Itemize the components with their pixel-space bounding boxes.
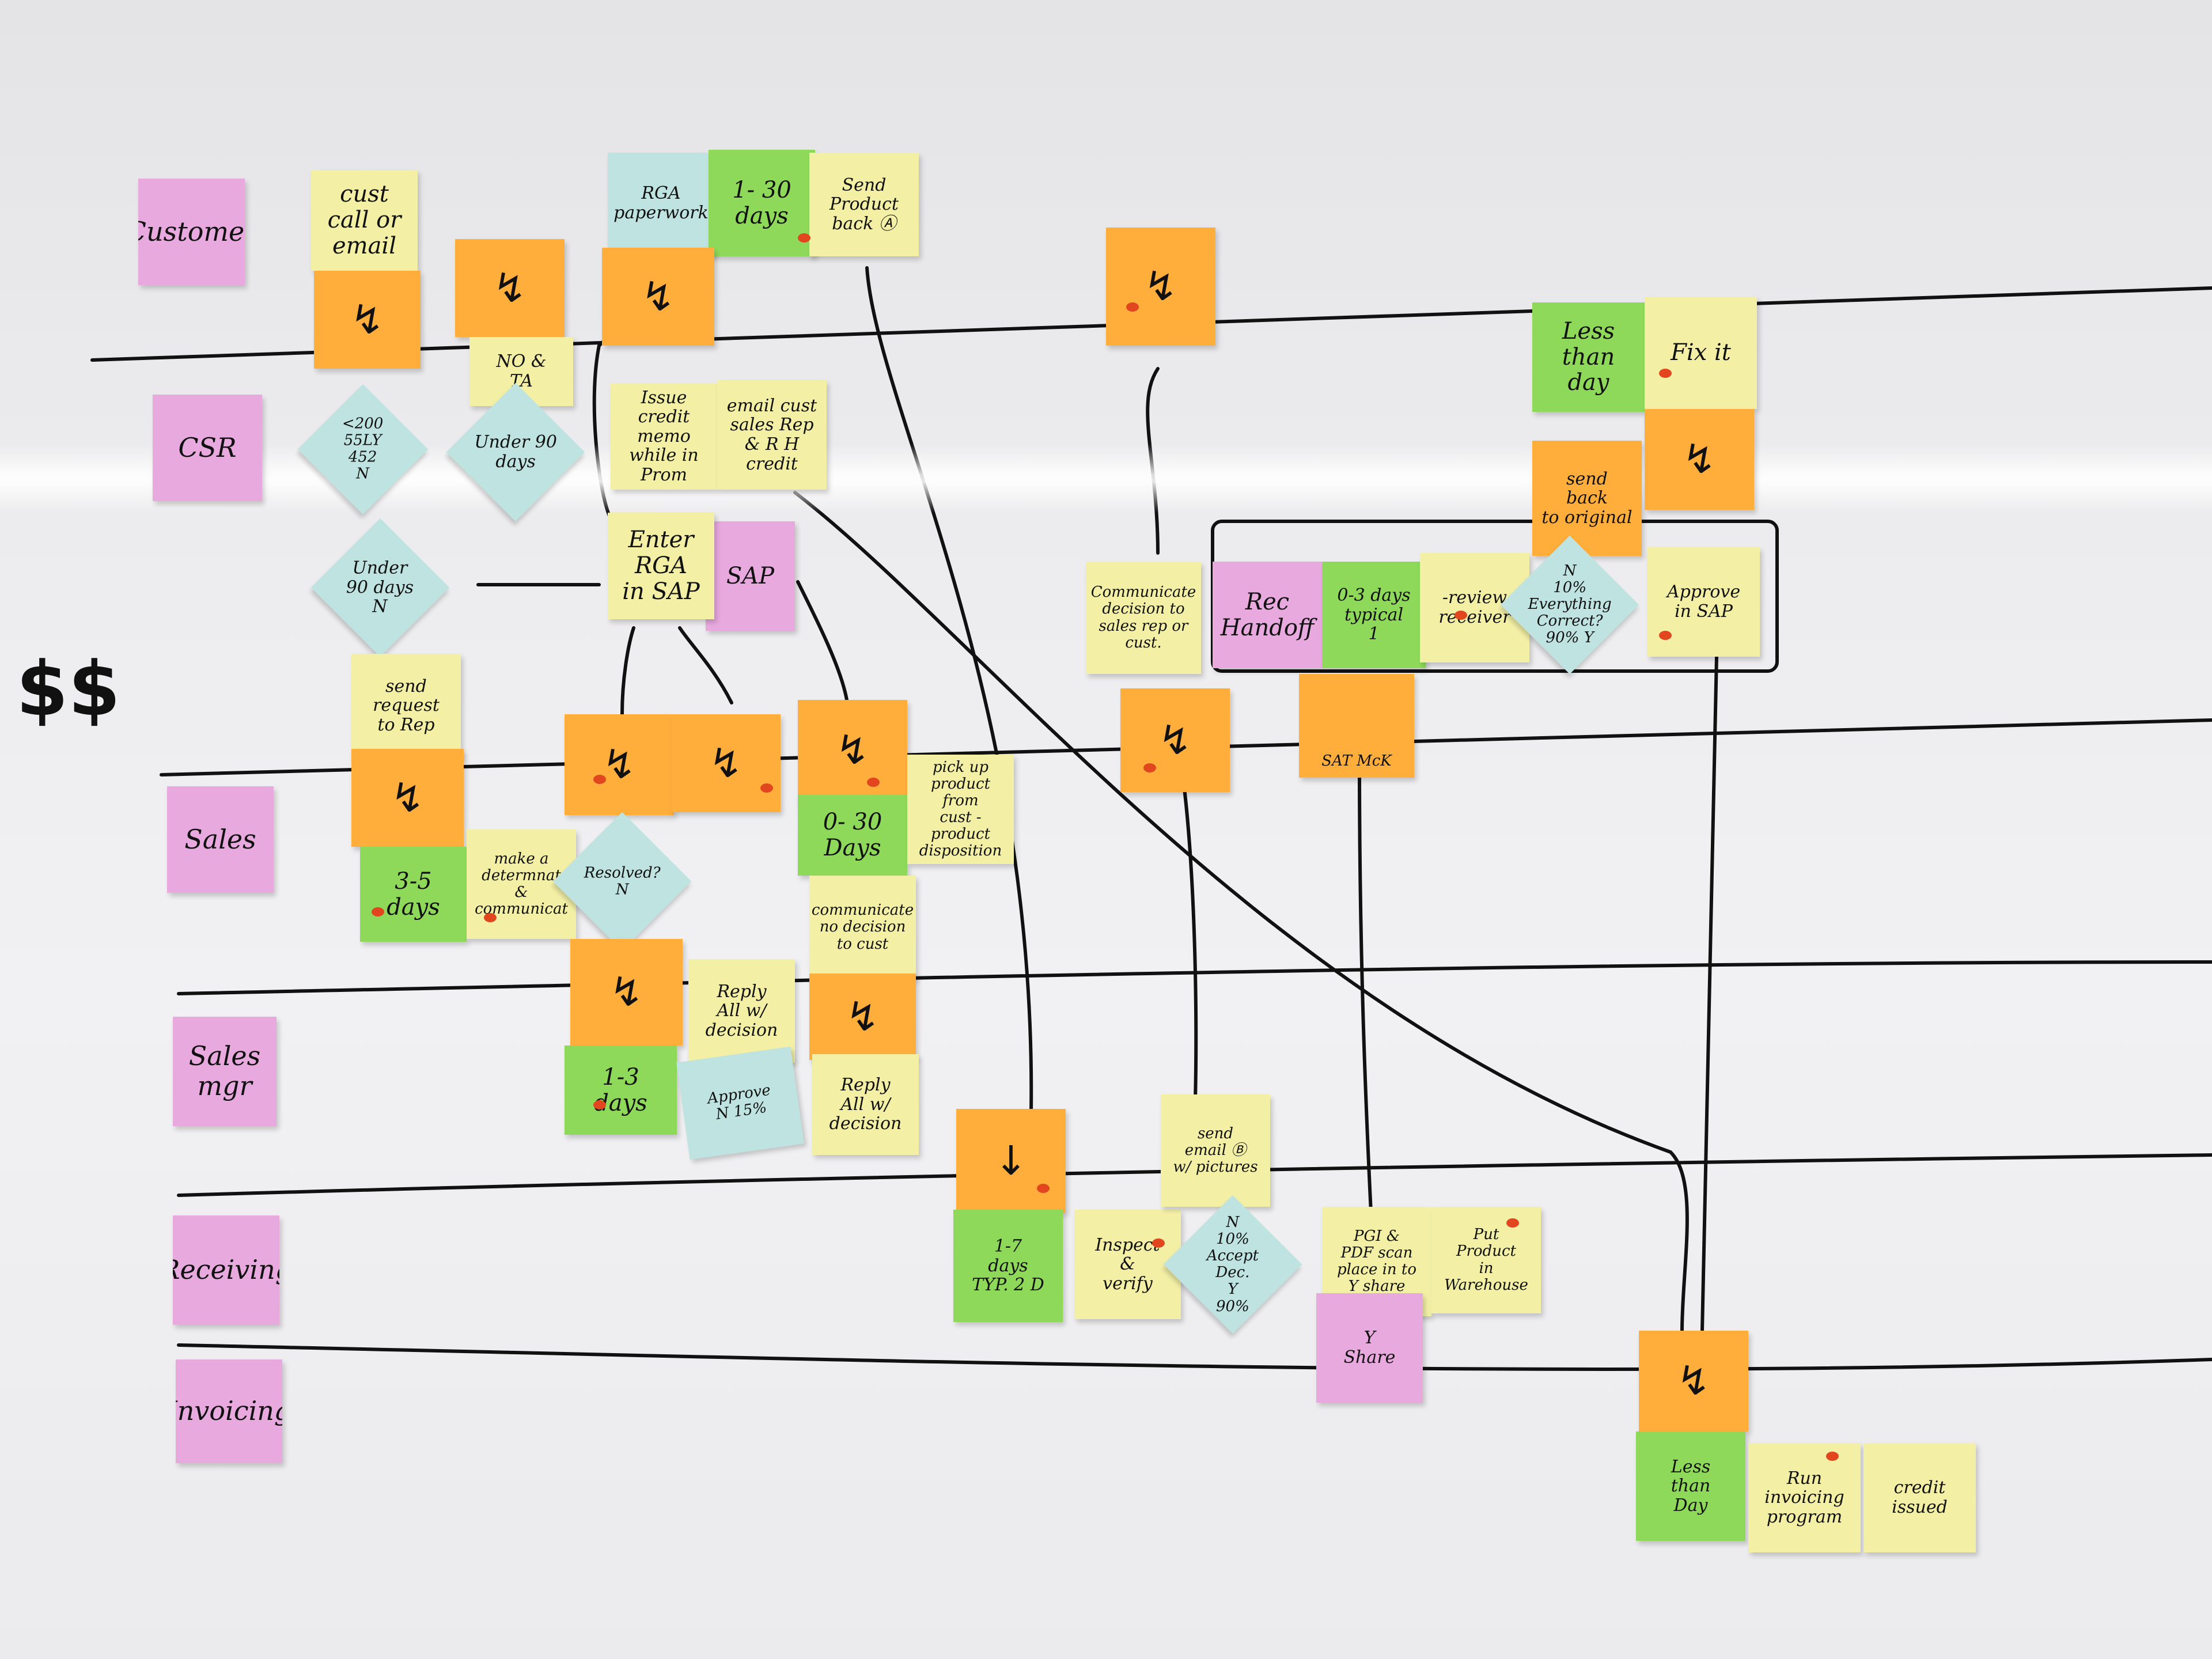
lane-label-sales-mgr: Sales mgr	[173, 1017, 276, 1126]
red-dot	[1659, 631, 1672, 640]
note-days-0-3: 0-3 days typical 1	[1322, 562, 1426, 668]
arrow-down-icon: ↓	[994, 1137, 1028, 1184]
note-inspect: Inspect & verify	[1074, 1210, 1181, 1319]
note-communicate-no-desc: communicate no decision to cust	[809, 876, 916, 979]
note-share: Y Share	[1316, 1293, 1423, 1403]
note-enter-rga: Enter RGA in SAP	[608, 513, 714, 619]
lane-label-customer: Customer	[138, 179, 245, 285]
note-lightning-1: ↯	[314, 271, 421, 369]
note-lightning-4: ↯	[1106, 228, 1215, 346]
lightning-arrow-icon: ↯	[641, 272, 675, 320]
connector-sat-down	[1358, 764, 1373, 1214]
note-cust-call: cust call or email	[311, 170, 418, 271]
note-issue-credit: Issue credit memo while in Prom	[611, 383, 717, 490]
lightning-arrow-icon: ↯	[1676, 1357, 1711, 1405]
red-dot	[1506, 1218, 1519, 1228]
lane-label-receiving: Receiving	[173, 1215, 279, 1325]
red-dot	[1037, 1184, 1050, 1193]
note-days-1-3: 1-3 days	[565, 1046, 677, 1135]
lane-label-invoicing: Invoicing	[176, 1359, 282, 1463]
note-lightning-2: ↯	[455, 239, 565, 337]
connector-sales-up-1	[620, 626, 635, 716]
note-lightning-7: ↯	[671, 714, 781, 812]
note-rga-paperwork: RGA paperwork	[608, 153, 714, 253]
lightning-arrow-icon: ↯	[1143, 263, 1178, 310]
red-dot	[1826, 1452, 1839, 1461]
note-lightning-6: ↯	[565, 714, 674, 815]
lightning-arrow-icon: ↯	[846, 993, 880, 1040]
connector-sap-down	[796, 580, 849, 702]
red-dot	[1152, 1238, 1165, 1248]
note-reply-all-2: Reply All w/ decision	[812, 1054, 919, 1155]
lane-divider-5	[177, 1343, 2212, 1371]
note-days-0-30: 0- 30 Days	[798, 795, 907, 876]
note-sat-mck: SAT McK	[1299, 674, 1414, 778]
lightning-arrow-icon: ↯	[609, 968, 643, 1016]
red-dot	[372, 907, 384, 916]
connector-approve-down	[1700, 655, 1718, 1332]
note-make-determ: make a determnat & communicat	[467, 830, 576, 939]
note-less-than-day-bottom: Less than Day	[1636, 1431, 1745, 1541]
connector-sales-up-2	[678, 626, 733, 704]
note-send-product-back: Send Product back Ⓐ	[809, 153, 919, 256]
lightning-arrow-icon: ↯	[1682, 435, 1717, 483]
note-approve: Approve N 15%	[676, 1046, 804, 1160]
note-lightning-3: ↯	[602, 248, 714, 346]
red-dot	[798, 233, 810, 243]
lightning-arrow-icon: ↯	[602, 741, 637, 789]
red-dot	[1143, 763, 1156, 772]
lightning-arrow-icon: ↯	[350, 296, 384, 343]
note-lightning-fix: ↯	[1645, 409, 1754, 510]
decision-accept-dec: N 10% Accept Dec. Y 90%	[1163, 1195, 1302, 1334]
lane-label-csr: CSR	[153, 395, 262, 501]
note-rec-handoff: Rec Handoff	[1213, 562, 1322, 668]
note-fix-it: Fix it	[1645, 297, 1757, 409]
red-dot	[484, 913, 497, 922]
note-sap: SAP	[706, 521, 795, 631]
lightning-arrow-icon: ↯	[493, 264, 527, 312]
note-lightning-5: ↯	[351, 749, 464, 847]
note-approve-sap: Approve in SAP	[1647, 547, 1760, 657]
note-reply-all: Reply All w/ decision	[688, 959, 795, 1063]
red-dot	[1659, 369, 1672, 378]
red-dot	[593, 775, 606, 784]
note-lightning-invoicing: ↯	[1639, 1331, 1748, 1431]
connector-communicate-up	[1146, 367, 1160, 555]
note-lightning-a: ↓	[956, 1109, 1066, 1213]
note-lightning-10: ↯	[809, 974, 916, 1060]
note-no-and: NO & TA	[469, 337, 573, 406]
note-communicate-decision: Communicate decision to sales rep or cus…	[1086, 562, 1201, 674]
lightning-arrow-icon: ↯	[709, 739, 743, 787]
lightning-arrow-icon: ↯	[1158, 716, 1192, 764]
lane-label-sales: Sales	[167, 786, 274, 893]
note-send-request: send request to Rep	[351, 654, 461, 757]
note-send-back: send back to original	[1532, 441, 1642, 556]
note-days-1-7: 1-7 days TYP. 2 D	[953, 1210, 1063, 1322]
red-dot	[1126, 302, 1139, 312]
note-days-3-5: 3-5 days	[360, 847, 467, 942]
note-less-than-day-top: Less than day	[1532, 302, 1645, 412]
note-lightning-9: ↯	[570, 939, 683, 1046]
note-run-invoicing: Run invoicing program	[1748, 1443, 1861, 1552]
lightning-arrow-icon: ↯	[835, 726, 870, 774]
note-put-product: Put Product in Warehouse	[1431, 1207, 1541, 1313]
note-email-cust: email cust sales Rep & R H credit	[717, 380, 827, 490]
note-days-1-30: 1- 30 days	[709, 150, 815, 256]
red-dot	[1455, 611, 1467, 620]
lane-divider-3	[177, 960, 2212, 995]
decision-lt200: <200 55LY 452 N	[297, 384, 429, 515]
note-send-email: send email Ⓑ w/ pictures	[1161, 1094, 1270, 1207]
red-dot	[760, 783, 773, 793]
red-dot	[593, 1100, 606, 1109]
note-lightning-b: ↯	[1120, 688, 1230, 792]
note-lightning-8: ↯	[798, 700, 907, 801]
dollar-mark: $$	[16, 645, 120, 733]
note-pickup-product: pick up product from cust - product disp…	[907, 755, 1014, 864]
red-dot	[867, 778, 880, 787]
lightning-arrow-icon: ↯	[391, 774, 425, 821]
note-credit-issued: credit issued	[1863, 1443, 1976, 1552]
decision-under90: Under 90 days N	[310, 518, 450, 657]
